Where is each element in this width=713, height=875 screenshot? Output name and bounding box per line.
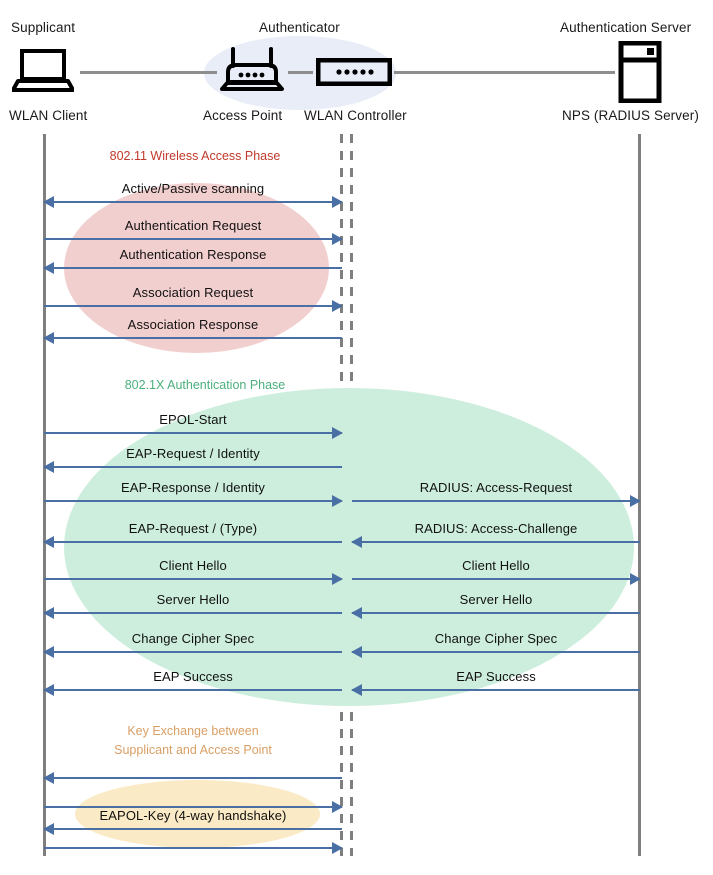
phase-caption-8021x: 802.1X Authentication Phase bbox=[100, 376, 310, 395]
actor-role-authenticator: Authenticator bbox=[259, 20, 340, 35]
message-label: RADIUS: Access-Request bbox=[419, 480, 573, 495]
arrow-right-icon bbox=[332, 196, 343, 208]
phase-caption-80211-line1: 802.11 Wireless Access Phase bbox=[109, 149, 281, 163]
message-line bbox=[44, 847, 342, 849]
arrow-left-icon bbox=[43, 262, 54, 274]
message-line bbox=[44, 201, 342, 203]
message-label: EPOL-Start bbox=[159, 412, 227, 427]
message-line bbox=[44, 267, 342, 269]
message-line bbox=[44, 651, 342, 653]
message-line bbox=[352, 541, 640, 543]
arrow-left-icon bbox=[43, 461, 54, 473]
arrow-left-icon bbox=[43, 196, 54, 208]
phase-caption-8021x-line1: 802.1X Authentication Phase bbox=[124, 378, 286, 392]
message-label: EAP-Request / (Type) bbox=[128, 521, 258, 536]
message-line bbox=[44, 612, 342, 614]
message-label: Server Hello bbox=[156, 592, 230, 607]
actor-device-access-point: Access Point bbox=[203, 108, 283, 123]
message-label: EAP-Response / Identity bbox=[121, 480, 265, 495]
message-label: Change Cipher Spec bbox=[434, 631, 558, 646]
message-label: Authentication Request bbox=[124, 218, 262, 233]
arrow-right-icon bbox=[332, 495, 343, 507]
message-line bbox=[44, 578, 342, 580]
phase-caption-80211: 802.11 Wireless Access Phase bbox=[85, 147, 305, 166]
arrow-left-icon bbox=[43, 684, 54, 696]
message-line bbox=[44, 777, 342, 779]
message-label: EAP-Request / Identity bbox=[126, 446, 260, 461]
message-line bbox=[44, 500, 342, 502]
message-label: Client Hello bbox=[159, 558, 227, 573]
actor-role-authentication-server: Authentication Server bbox=[560, 20, 692, 35]
server-tower-icon bbox=[618, 40, 662, 108]
message-line bbox=[44, 689, 342, 691]
arrow-left-icon bbox=[43, 607, 54, 619]
wire-controller-to-server bbox=[394, 71, 615, 74]
message-label: Client Hello bbox=[462, 558, 530, 573]
message-label: Association Request bbox=[132, 285, 254, 300]
message-line bbox=[352, 500, 640, 502]
message-line bbox=[44, 828, 342, 830]
actor-device-nps-radius-server: NPS (RADIUS Server) bbox=[562, 108, 699, 123]
phase-caption-key-exchange: Key Exchange between Supplicant and Acce… bbox=[98, 722, 288, 760]
phase-highlight-8021x bbox=[64, 388, 634, 706]
arrow-right-icon bbox=[332, 842, 343, 854]
message-label: RADIUS: Access-Challenge bbox=[414, 521, 578, 536]
message-line bbox=[44, 806, 342, 808]
message-line bbox=[352, 578, 640, 580]
arrow-left-icon bbox=[351, 536, 362, 548]
phase-highlight-key-exchange bbox=[75, 780, 320, 848]
message-label: Active/Passive scanning bbox=[121, 181, 265, 196]
message-line bbox=[44, 337, 342, 339]
message-line bbox=[44, 466, 342, 468]
message-line bbox=[352, 689, 640, 691]
wireless-access-point-icon bbox=[216, 47, 288, 98]
message-line bbox=[44, 432, 342, 434]
arrow-left-icon bbox=[43, 646, 54, 658]
wire-client-to-ap bbox=[80, 71, 217, 74]
laptop-icon bbox=[11, 48, 75, 97]
lifeline-supplicant bbox=[43, 134, 46, 856]
message-label: EAPOL-Key (4-way handshake) bbox=[99, 808, 287, 823]
actor-device-wlan-controller: WLAN Controller bbox=[304, 108, 407, 123]
message-label: Authentication Response bbox=[119, 247, 267, 262]
arrow-right-icon bbox=[332, 300, 343, 312]
arrow-left-icon bbox=[351, 646, 362, 658]
arrow-left-icon bbox=[43, 332, 54, 344]
message-label: EAP Success bbox=[153, 669, 233, 684]
message-label: Change Cipher Spec bbox=[131, 631, 255, 646]
phase-caption-key-exchange-line1: Key Exchange between bbox=[127, 724, 259, 738]
arrow-left-icon bbox=[351, 607, 362, 619]
actor-device-wlan-client: WLAN Client bbox=[9, 108, 88, 123]
arrow-left-icon bbox=[351, 684, 362, 696]
message-line bbox=[44, 305, 342, 307]
message-line bbox=[44, 541, 342, 543]
arrow-right-icon bbox=[332, 427, 343, 439]
message-label: Server Hello bbox=[459, 592, 533, 607]
message-line bbox=[352, 651, 640, 653]
arrow-right-icon bbox=[630, 573, 641, 585]
phase-caption-key-exchange-line2: Supplicant and Access Point bbox=[114, 743, 272, 757]
arrow-right-icon bbox=[332, 573, 343, 585]
arrow-left-icon bbox=[43, 823, 54, 835]
message-line bbox=[352, 612, 640, 614]
message-label: EAP Success bbox=[456, 669, 536, 684]
message-line bbox=[44, 238, 342, 240]
arrow-left-icon bbox=[43, 772, 54, 784]
network-switch-icon bbox=[315, 57, 393, 91]
arrow-right-icon bbox=[630, 495, 641, 507]
arrow-right-icon bbox=[332, 233, 343, 245]
arrow-right-icon bbox=[332, 801, 343, 813]
wire-ap-to-controller bbox=[288, 71, 313, 74]
arrow-left-icon bbox=[43, 536, 54, 548]
message-label: Association Response bbox=[127, 317, 259, 332]
actor-role-supplicant: Supplicant bbox=[11, 20, 76, 35]
